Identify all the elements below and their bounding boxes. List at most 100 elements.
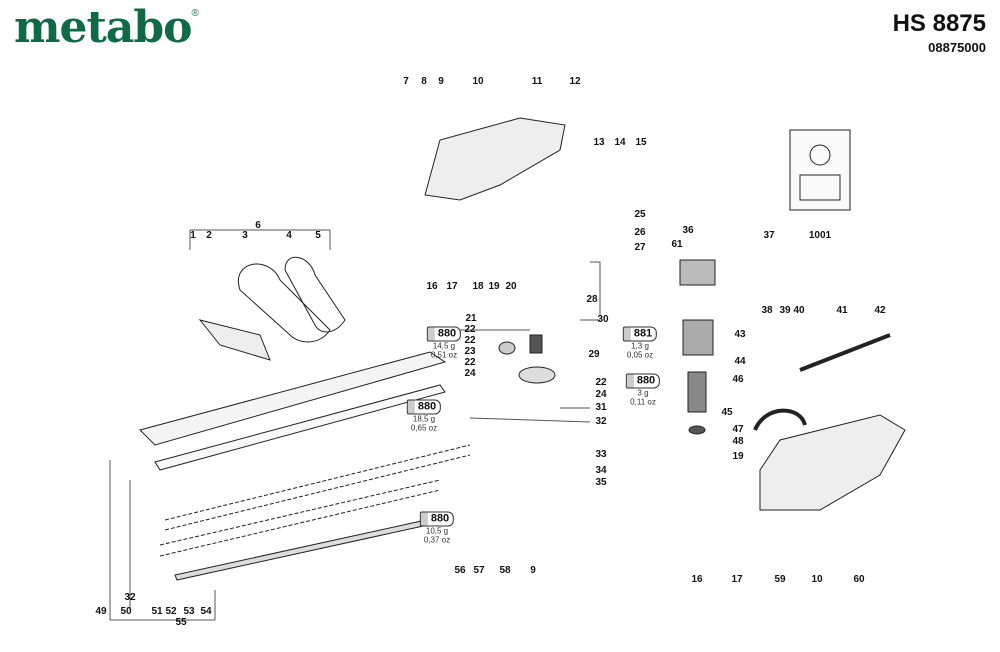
callout-label: 4 [286,230,292,241]
callout-label: 29 [588,349,600,360]
leader-lines [109,229,601,621]
callout-label: 32 [124,592,136,603]
callout-label: 19 [732,451,744,462]
grease-code: 880 [406,399,442,415]
callout-label: 57 [473,565,485,576]
callout-label: 56 [454,565,466,576]
callout-label: 35 [595,477,607,488]
callout-label: 59 [774,574,786,585]
callout-label: 24 [464,368,476,379]
callout-label: 17 [731,574,743,585]
pinion [498,341,516,355]
callout-label: 20 [505,281,517,292]
callout-label: 7 [403,76,409,87]
upper-housing [424,117,566,201]
callout-label: 24 [595,389,607,400]
callout-label: 8 [421,76,427,87]
blade-guard-rail [154,384,446,471]
callout-label: 13 [593,137,605,148]
callout-label: 15 [635,137,647,148]
callout-label: 23 [464,346,476,357]
callout-label: 38 [761,305,773,316]
callout-label: 44 [734,356,746,367]
callout-label: 22 [464,335,476,346]
handle-38 [753,408,807,431]
blade-guard [139,351,447,446]
grease-weight: 14,5 g [432,341,456,351]
blade-rail [174,517,438,581]
motor-stator [682,319,714,356]
grease-oz: 0,05 oz [626,350,654,360]
callout-label: 12 [569,76,581,87]
callout-label: 32 [595,416,607,427]
cable [799,333,891,372]
wiring-inset [789,129,851,211]
callout-label: 53 [183,606,195,617]
metabo-logo: metabo® [14,2,199,53]
bearing [688,425,706,435]
wiring-inset-box [799,174,841,201]
grease-weight: 10,5 g [425,526,449,536]
callout-label: 49 [95,606,107,617]
grease-code: 881 [622,326,658,342]
article-number: 08875000 [928,40,986,55]
callout-label: 46 [732,374,744,385]
blade-lower [159,479,441,557]
callout-label: 19 [488,281,500,292]
cover-4 [284,256,346,333]
callout-label: 47 [732,424,744,435]
callout-label: 18 [472,281,484,292]
grease-oz: 0,65 oz [410,423,438,433]
callout-label: 52 [165,606,177,617]
callout-label: 16 [426,281,438,292]
callout-label: 5 [315,230,321,241]
callout-label: 41 [836,305,848,316]
callout-label: 43 [734,329,746,340]
callout-label: 40 [793,305,805,316]
grease-code: 880 [419,511,455,527]
switch [679,259,716,286]
callout-label: 55 [175,617,187,628]
callout-label: 48 [732,436,744,447]
callout-label: 54 [200,606,212,617]
callout-label: 45 [721,407,733,418]
callout-label: 25 [634,209,646,220]
callout-label: 14 [614,137,626,148]
callout-label: 37 [763,230,775,241]
callout-label: 22 [464,357,476,368]
callout-label: 39 [779,305,791,316]
callout-label: 27 [634,242,646,253]
callout-label: 30 [597,314,609,325]
callout-label: 33 [595,449,607,460]
grease-oz: 0,37 oz [423,535,451,545]
callout-label: 60 [853,574,865,585]
callout-label: 22 [595,377,607,388]
callout-label: 17 [446,281,458,292]
callout-label: 1 [190,230,196,241]
callout-label: 34 [595,465,607,476]
callout-label: 21 [465,313,477,324]
callout-label: 61 [671,239,683,250]
grease-weight: 1,3 g [631,341,649,351]
callout-label: 51 [151,606,163,617]
model-title: HS 8875 [892,10,986,37]
grease-weight: 18,5 g [412,414,436,424]
needle-bearing [529,334,543,354]
callout-label: 58 [499,565,511,576]
cover-3 [237,263,331,343]
plate-2 [198,319,271,361]
callout-label: 42 [874,305,886,316]
rear-handle-housing [759,414,906,511]
callout-label: 10 [811,574,823,585]
callout-label: 36 [682,225,694,236]
wiring-inset-coil [809,144,831,166]
grease-oz: 0,11 oz [630,397,656,407]
gear [518,366,556,384]
callout-label: 22 [464,324,476,335]
grease-weight: 3 g [637,388,649,398]
